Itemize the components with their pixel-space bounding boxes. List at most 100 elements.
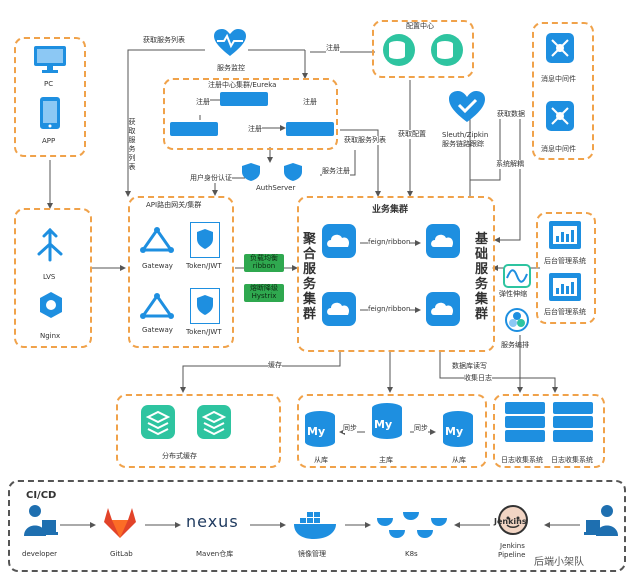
sleuth-label-2: 服务链路跟踪 xyxy=(442,140,484,148)
cache-group xyxy=(116,394,281,468)
get-list-top-label: 获取服务列表 xyxy=(143,36,185,45)
cache-icon-2 xyxy=(197,405,231,439)
gitlab-icon xyxy=(104,508,136,538)
token-label-2: Token/JWT xyxy=(186,328,222,336)
hystrix-label: Hystrix xyxy=(251,292,277,300)
pc-label: PC xyxy=(44,80,54,88)
db-master-label: 主库 xyxy=(379,456,393,464)
config-db-icon-2 xyxy=(431,34,463,66)
heart-monitor-icon xyxy=(214,29,246,56)
registry-reg-2: 注册 xyxy=(303,98,317,107)
registry-server-3 xyxy=(286,122,334,136)
admin-icon-1 xyxy=(549,221,581,249)
token-shield-icon-2 xyxy=(197,295,213,315)
cache-tag: 缓存 xyxy=(268,361,282,370)
business-title: 业务集群 xyxy=(372,205,409,215)
jenkins-label: Jenkins xyxy=(500,542,525,550)
log-group xyxy=(493,394,605,468)
admin-group xyxy=(536,212,596,324)
jenkins-icon xyxy=(498,505,528,535)
monitor-label: 服务监控 xyxy=(217,64,245,72)
feign-label-2: feign/ribbon xyxy=(368,305,411,314)
docker-icon xyxy=(294,512,336,539)
log-label-1: 日志收集系统 xyxy=(501,456,543,464)
service-orch-label: 服务编排 xyxy=(501,341,529,349)
mirror-label: 镜像管理 xyxy=(298,550,326,558)
mysql-master-icon xyxy=(372,403,402,439)
config-group xyxy=(372,20,474,78)
mq-label-1: 消息中间件 xyxy=(541,75,576,83)
registry-title: 注册中心集群/Eureka xyxy=(208,81,277,89)
circuit-breaker-tag: 熔断降级 Hystrix xyxy=(244,284,284,302)
user-auth-label: 用户身份认证 xyxy=(190,174,232,183)
db-group xyxy=(297,394,487,468)
auth-label: AuthServer xyxy=(256,184,296,192)
maven-label: Maven仓库 xyxy=(196,550,234,558)
cicd-group xyxy=(8,480,626,572)
log-label-2: 日志收集系统 xyxy=(551,456,593,464)
admin-icon-2 xyxy=(549,273,581,301)
app-label: APP xyxy=(42,137,56,145)
gitlab-label: GitLab xyxy=(110,550,133,558)
clients-group xyxy=(14,37,86,157)
mq-label-2: 消息中间件 xyxy=(541,145,576,153)
developer-icon-right xyxy=(584,505,618,536)
aggregate-node-icon-1 xyxy=(322,224,356,258)
registry-server-1 xyxy=(220,92,268,106)
gateway-group xyxy=(128,196,234,348)
registry-reg-3: 注册 xyxy=(248,125,262,134)
base-node-icon-1 xyxy=(426,224,460,258)
mysql-text-1: My xyxy=(307,425,326,438)
registry-reg-1: 注册 xyxy=(196,98,210,107)
token-label-1: Token/JWT xyxy=(186,262,222,270)
aggregate-node-icon-2 xyxy=(322,292,356,326)
k8s-cluster-icon xyxy=(377,512,447,538)
auth-shield-icon-1 xyxy=(242,163,260,181)
feign-label-1: feign/ribbon xyxy=(368,238,411,247)
db-slave-label-2: 从库 xyxy=(452,456,466,464)
mq-group xyxy=(532,22,594,160)
business-group xyxy=(297,196,495,352)
collect-log-label: 收集日志 xyxy=(464,374,492,383)
ribbon-label: ribbon xyxy=(252,262,276,270)
elastic-scale-icon xyxy=(503,264,531,288)
gateway-label-2: Gateway xyxy=(142,326,173,334)
nginx-label: Nginx xyxy=(40,332,61,340)
sleuth-label-1: Sleuth/Zipkin xyxy=(442,131,489,139)
gateway-icon-2 xyxy=(140,293,174,319)
registry-group xyxy=(163,78,338,150)
get-config-label: 获取配置 xyxy=(398,130,426,139)
auth-shield-icon-2 xyxy=(284,163,302,181)
sleuth-check-icon xyxy=(449,91,485,122)
get-list-left-label: 获取服务列表 xyxy=(128,118,136,171)
mysql-text-3: My xyxy=(445,425,464,438)
circuit-breaker-label: 熔断降级 xyxy=(250,284,278,292)
mq-icon-1 xyxy=(546,33,574,63)
nginx-icon xyxy=(40,292,62,318)
aggregate-cluster-label: 聚合服务集群 xyxy=(302,232,316,322)
nexus-logo: nexus xyxy=(186,512,239,531)
registry-server-2 xyxy=(170,122,218,136)
service-orch-icon xyxy=(505,308,529,332)
pc-monitor-icon xyxy=(34,46,66,73)
cicd-title: CI/CD xyxy=(26,490,57,501)
registry-reg-top: 注册 xyxy=(326,44,340,53)
gateway-icon-1 xyxy=(140,227,174,253)
log-server-icon-2 xyxy=(553,402,593,446)
pipeline-label: Pipeline xyxy=(498,551,526,559)
jenkins-logo-text: Jenkins xyxy=(494,517,527,526)
base-cluster-label: 基础服务集群 xyxy=(474,232,488,322)
base-node-icon-2 xyxy=(426,292,460,326)
elastic-scale-label: 弹性伸缩 xyxy=(499,290,527,298)
db-slave-label-1: 从库 xyxy=(314,456,328,464)
lvs-label: LVS xyxy=(43,273,56,281)
mq-icon-2 xyxy=(546,101,574,131)
config-title: 配置中心 xyxy=(406,22,434,30)
phone-icon xyxy=(40,97,60,129)
load-balance-tag: 负载均衡 ribbon xyxy=(244,254,284,272)
developer-label: developer xyxy=(22,550,58,558)
load-balancer-group xyxy=(14,208,92,348)
db-sync-label-1: 同步 xyxy=(343,424,357,433)
db-rw-label: 数据库读写 xyxy=(452,362,487,371)
service-reg-label: 服务注册 xyxy=(322,167,350,176)
